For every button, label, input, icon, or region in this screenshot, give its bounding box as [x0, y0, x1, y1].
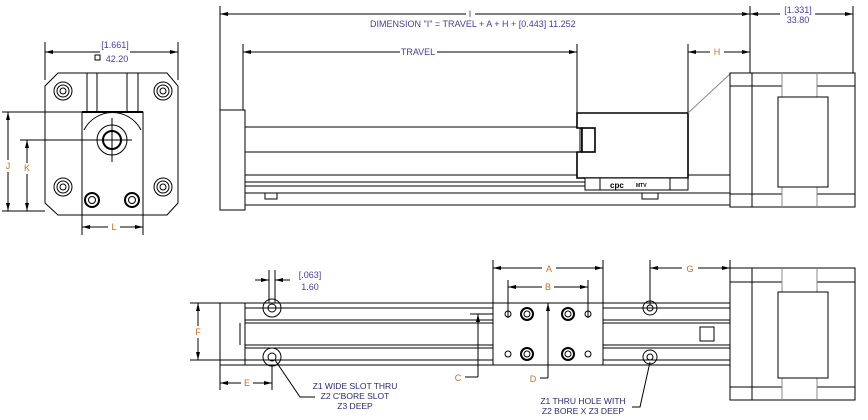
end-width-mm: 42.20 [106, 54, 129, 64]
dim-i: I [469, 9, 472, 19]
slot-width-in: [.063] [299, 270, 322, 280]
hole-note-2: Z2 BORE X Z3 DEEP [542, 406, 625, 416]
motor-plan [751, 267, 856, 401]
motor-length-in: [1.331] [784, 5, 812, 15]
end-cap [219, 109, 246, 211]
side-view: I DIMENSION "I" = TRAVEL + A + H + [0.44… [219, 5, 856, 211]
motor-flange-plan [729, 267, 753, 401]
motor-length-mm: 33.80 [787, 15, 810, 25]
slot-note-2: Z2 C'BORE SLOT [321, 391, 390, 401]
model-label: MTV [636, 183, 647, 189]
dim-l: L [111, 222, 116, 232]
dimension-formula: DIMENSION "I" = TRAVEL + A + H + [0.443]… [370, 19, 576, 29]
nameplate [584, 177, 689, 191]
carriage-holes [504, 307, 592, 361]
top-view: [.063] 1.60 A B G [190, 260, 856, 416]
dim-k: K [24, 163, 30, 173]
square-icon [94, 54, 101, 61]
brand-logo: cpc [610, 181, 624, 190]
carriage [576, 112, 689, 179]
hole-note-1: Z1 THRU HOLE WITH [540, 396, 625, 406]
slot-note-1: Z1 WIDE SLOT THRU [313, 381, 398, 391]
motor-flange [729, 72, 753, 208]
dim-e: E [244, 378, 250, 388]
dim-b: B [545, 282, 551, 292]
shaft [20, 118, 132, 162]
dim-j: J [6, 161, 11, 171]
motor [751, 72, 856, 208]
slot-width-mm: 1.60 [301, 282, 319, 292]
dim-f: F [195, 327, 201, 337]
dim-h: H [714, 47, 721, 57]
dim-d: D [530, 374, 537, 384]
mount-holes [53, 81, 173, 208]
dim-a: A [546, 264, 552, 274]
dim-c: C [455, 373, 462, 383]
piston-rod [244, 126, 581, 153]
travel-label: TRAVEL [401, 47, 435, 57]
foot [641, 192, 659, 200]
end-width-in: [1.661] [101, 40, 129, 50]
slot-note-3: Z3 DEEP [337, 401, 373, 411]
square-feature [699, 326, 715, 342]
dim-g: G [686, 264, 693, 274]
foot [264, 192, 278, 200]
slot-hole [262, 298, 282, 318]
end-view: [1.661] 42.20 J K [2, 40, 179, 235]
